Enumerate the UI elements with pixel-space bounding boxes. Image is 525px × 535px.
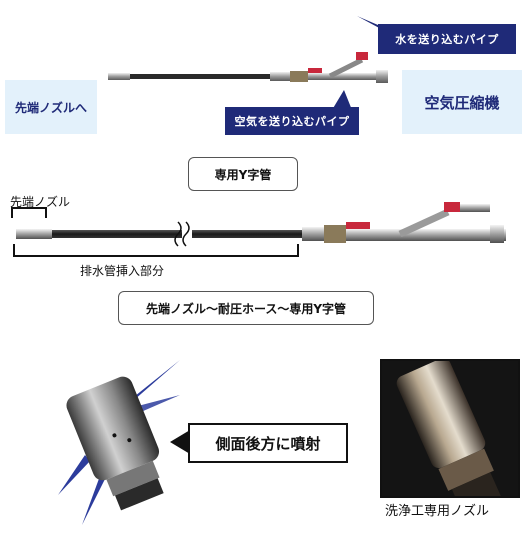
compressor-label: 空気圧縮機: [424, 93, 500, 112]
middle-hose-right: [192, 230, 302, 238]
water-pipe-callout: 水を送り込むパイプ: [378, 24, 516, 54]
cleaning-nozzle-caption: 洗浄工専用ノズル: [385, 504, 490, 519]
air-callout-pointer: [332, 90, 352, 110]
water-callout-pointer: [357, 16, 383, 30]
cleaning-nozzle-frame: [380, 359, 520, 498]
middle-valve-handle: [346, 222, 370, 232]
y-pipe-box: 専用Y字管: [188, 157, 298, 191]
jet-stream-lower-left: [58, 455, 90, 495]
y-pipe-label: 専用Y字管: [214, 167, 272, 182]
middle-hose-left: [52, 230, 182, 238]
compressor-box: 空気圧縮機: [402, 70, 522, 134]
side-jet-label: 側面後方に噴射: [215, 434, 321, 453]
nozzle-jet-illustration: [58, 360, 180, 525]
hose-break-mark: [174, 221, 190, 247]
top-hose-assembly: [108, 52, 388, 83]
side-jet-box: 側面後方に噴射: [188, 423, 348, 463]
tip-nozzle-bracket: [11, 207, 47, 218]
to-nozzle-label: 先端ノズルへ: [14, 100, 87, 115]
top-tip-nozzle: [108, 73, 130, 80]
middle-hose-assembly: [16, 202, 506, 247]
assembly-box: 先端ノズル〜耐圧ホース〜専用Y字管: [118, 291, 374, 325]
assembly-label: 先端ノズル〜耐圧ホース〜専用Y字管: [145, 301, 347, 316]
water-pipe-label: 水を送り込むパイプ: [395, 33, 499, 46]
nozzle-body: [66, 376, 164, 511]
jet-stream-upper: [126, 360, 180, 407]
tip-nozzle-label: 先端ノズル: [10, 195, 71, 209]
insert-part-label: 排水管挿入部分: [80, 264, 165, 278]
top-hose: [130, 74, 270, 79]
cleaning-nozzle-photo: [396, 361, 503, 496]
insert-part-bracket: [13, 244, 299, 257]
middle-tip-nozzle: [16, 229, 52, 239]
to-nozzle-box: 先端ノズルへ: [5, 80, 97, 134]
jet-stream-right: [134, 395, 180, 415]
side-jet-pointer: [170, 430, 190, 454]
top-valve-handle: [308, 68, 322, 75]
air-pipe-label: 空気を送り込むパイプ: [234, 115, 350, 128]
air-pipe-callout: 空気を送り込むパイプ: [225, 107, 359, 135]
